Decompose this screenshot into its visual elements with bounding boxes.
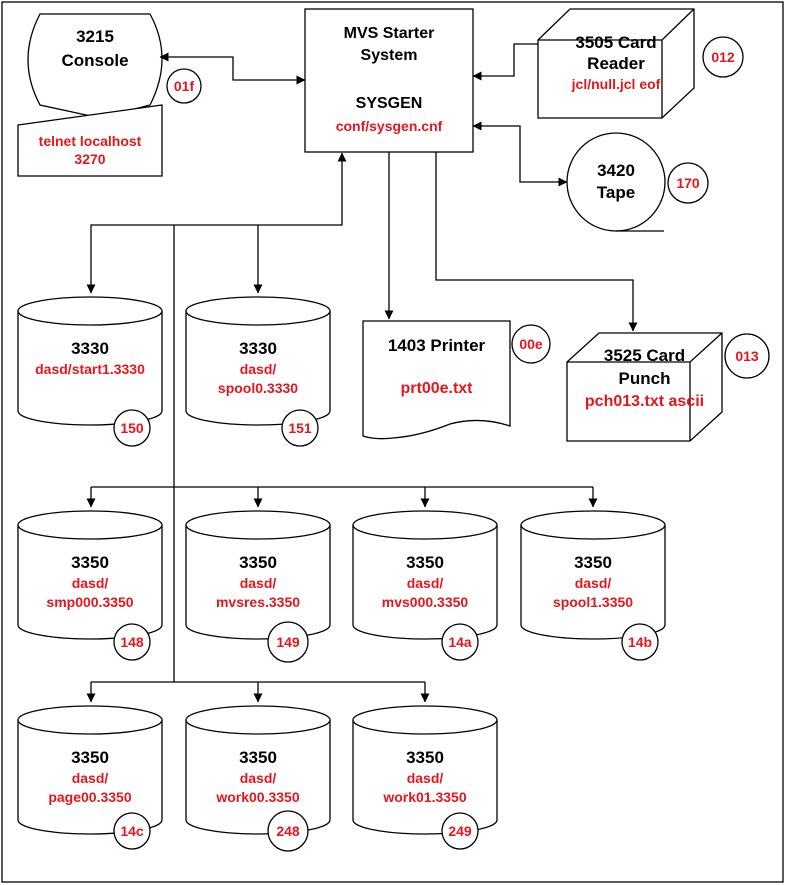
disk-address: 14c — [120, 823, 144, 839]
disk-cylinder — [17, 705, 163, 835]
reader-config: jcl/null.jcl eof — [571, 76, 661, 92]
disk-path-line2: smp000.3350 — [46, 594, 134, 610]
disk-model: 3350 — [239, 748, 277, 767]
disk-address: 149 — [276, 634, 300, 650]
punch-line2: Punch — [618, 369, 671, 388]
disk-cylinder — [17, 510, 163, 640]
disk-path-line2: work00.3350 — [216, 789, 300, 805]
console-address: 01f — [173, 78, 195, 94]
disk-model: 3330 — [239, 339, 277, 358]
printer-shape — [362, 320, 511, 440]
disk-cylinder — [520, 510, 666, 640]
disk-model: 3350 — [574, 553, 612, 572]
tape-line1: 3420 — [597, 161, 635, 180]
disk-path-line1: dasd/ — [239, 361, 277, 377]
disk-model: 3350 — [406, 748, 444, 767]
telnet-shape — [17, 104, 163, 177]
disk-path-line1: dasd/ — [406, 575, 444, 591]
disk-cylinder — [352, 510, 498, 640]
punch-line1: 3525 Card — [603, 346, 686, 365]
disk-path-line1: dasd/start1.3330 — [35, 361, 145, 377]
disk-path-line1: dasd/ — [239, 575, 277, 591]
printer-file: prt00e.txt — [400, 380, 473, 397]
disk-address: 150 — [120, 420, 144, 436]
disk-path-line2: spool0.3330 — [217, 380, 299, 396]
reader-address: 012 — [711, 49, 735, 65]
disk-path-line1: dasd/ — [574, 575, 612, 591]
system-title-line1: MVS Starter — [343, 25, 435, 42]
disk-address: 14a — [448, 634, 472, 650]
disk-cylinder — [185, 296, 331, 426]
disk-model: 3330 — [71, 339, 109, 358]
punch-address: 013 — [735, 348, 759, 364]
disk-address: 249 — [448, 823, 472, 839]
disk-path-line2: page00.3350 — [48, 789, 132, 805]
reader-line2: Reader — [587, 54, 645, 73]
disk-path-line2: mvs000.3350 — [381, 594, 469, 610]
telnet-line1: telnet localhost — [38, 133, 142, 149]
tape-shape — [566, 132, 666, 232]
disk-address: 14b — [627, 634, 653, 650]
system-title-line2: System — [360, 47, 418, 64]
disk-path-line1: dasd/ — [71, 770, 109, 786]
disk-model: 3350 — [71, 748, 109, 767]
console-name: 3215 — [76, 27, 114, 46]
disk-path-line2: mvsres.3350 — [215, 594, 301, 610]
disk-path-line2: work01.3350 — [383, 789, 467, 805]
printer-title: 1403 Printer — [387, 336, 486, 355]
tape-address: 170 — [676, 175, 700, 191]
system-box — [304, 8, 474, 153]
disk-cylinder — [185, 705, 331, 835]
disk-address: 148 — [120, 634, 144, 650]
disk-model: 3350 — [239, 553, 277, 572]
system-config: conf/sysgen.cnf — [335, 118, 443, 134]
reader-shape — [537, 8, 695, 119]
console-label: Console — [61, 51, 129, 70]
tape-line2: Tape — [596, 183, 636, 202]
disk-path-line1: dasd/ — [406, 770, 444, 786]
disk-address: 151 — [288, 420, 312, 436]
disk-cylinder — [352, 705, 498, 835]
system-sysgen: SYSGEN — [355, 95, 423, 112]
disk-cylinder — [17, 296, 163, 426]
disk-model: 3350 — [406, 553, 444, 572]
disk-model: 3350 — [71, 553, 109, 572]
disk-path-line1: dasd/ — [239, 770, 277, 786]
punch-shape — [566, 332, 723, 442]
disk-path-line1: dasd/ — [71, 575, 109, 591]
printer-address: 00e — [519, 336, 543, 352]
disk-path-line2: spool1.3350 — [552, 594, 634, 610]
disk-cylinder — [185, 510, 331, 640]
telnet-line2: 3270 — [74, 151, 106, 167]
reader-line1: 3505 Card — [575, 33, 657, 52]
punch-file: pch013.txt ascii — [584, 393, 705, 410]
address-circles — [113, 36, 770, 852]
connectors — [86, 43, 638, 703]
disk-address: 248 — [276, 823, 300, 839]
